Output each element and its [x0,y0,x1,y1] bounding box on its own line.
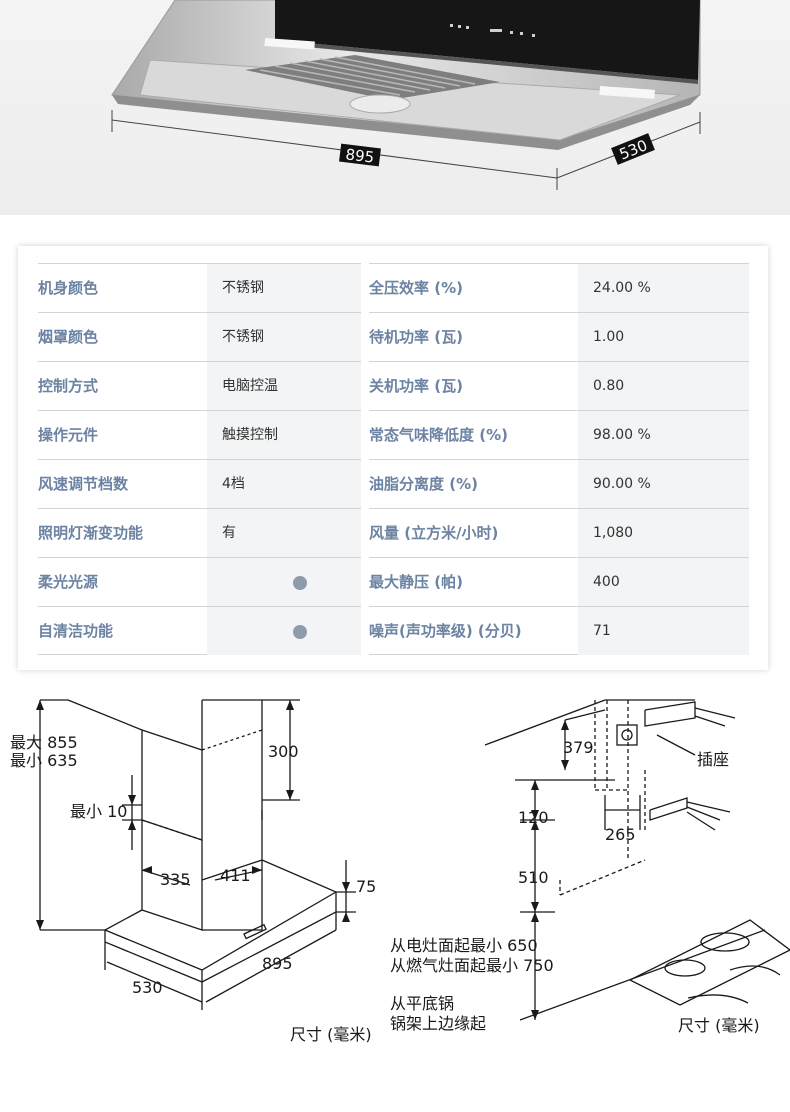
socket-label: 插座 [697,750,730,769]
installation-line-drawing [484,699,790,1021]
pot-reference-label-line2: 锅架上边缘起 [390,1014,487,1033]
product-photo: 895 530 [0,0,790,215]
spec-column-right: 全压效率 (%) 24.00 % 待机功率 (瓦) 1.00 关机功率 (瓦) … [369,263,749,655]
spec-label: 常态气味降低度 (%) [369,426,508,444]
spec-value [207,558,361,606]
spec-value: 不锈钢 [207,313,361,361]
spec-row: 全压效率 (%) 24.00 % [369,263,749,312]
spec-label: 机身颜色 [38,279,99,297]
spec-row: 关机功率 (瓦) 0.80 [369,361,749,410]
spec-value: 98.00 % [578,411,749,459]
feature-present-dot-icon [293,625,307,639]
spec-value: 不锈钢 [207,264,361,312]
min-overlap-label: 最小 10 [70,802,128,821]
width-dimension-label: 895 [339,143,381,167]
spec-row: 控制方式 电脑控温 [38,361,361,410]
spec-value: 触摸控制 [207,411,361,459]
spec-row: 最大静压 (帕) 400 [369,557,749,606]
spec-label: 油脂分离度 (%) [369,475,478,493]
spec-label: 待机功率 (瓦) [369,328,463,346]
spec-label: 风量 (立方米/小时) [369,524,499,542]
range-hood-illustration: 895 530 [111,0,701,190]
electric-stove-clearance-label: 从电灶面起最小 650 [390,936,538,955]
spec-row: 自清洁功能 [38,606,361,655]
spec-label: 关机功率 (瓦) [369,377,463,395]
spec-label: 操作元件 [38,426,99,444]
spec-row: 风量 (立方米/小时) 1,080 [369,508,749,557]
spec-label: 照明灯渐变功能 [38,524,144,542]
bracket-width-label: 265 [605,825,636,844]
spec-row: 风速调节档数 4档 [38,459,361,508]
spec-value: 4档 [207,460,361,508]
spec-value: 1,080 [578,509,749,557]
spec-label: 控制方式 [38,377,99,395]
spec-value: 90.00 % [578,460,749,508]
min-height-label: 最小 635 [10,751,78,770]
hood-thickness-label: 75 [356,877,377,896]
hood-dimension-diagram: 最大 855 最小 635 最小 10 300 335 411 75 895 5… [0,680,395,1112]
spec-row: 常态气味降低度 (%) 98.00 % [369,410,749,459]
feature-present-dot-icon [293,576,307,590]
spec-row: 噪声(声功率级) (分贝) 71 [369,606,749,655]
hood-width-label: 895 [262,954,293,973]
spec-label: 烟罩颜色 [38,328,99,346]
spec-table: 机身颜色 不锈钢 烟罩颜色 不锈钢 控制方式 电脑控温 操作元件 触摸控制 风速… [18,246,768,670]
hood-bottom-offset-label: 510 [518,868,549,887]
spec-value: 24.00 % [578,264,749,312]
max-height-label: 最大 855 [10,733,78,752]
spec-value: 0.80 [578,362,749,410]
hood-depth-label: 530 [132,978,163,997]
unit-label: 尺寸 (毫米) [678,1016,760,1035]
spec-label: 全压效率 (%) [369,279,463,297]
spec-row: 照明灯渐变功能 有 [38,508,361,557]
spec-label: 自清洁功能 [38,622,114,640]
spec-label: 风速调节档数 [38,475,129,493]
socket-offset-label: 379 [563,738,594,757]
svg-text:895: 895 [345,145,376,166]
spec-row: 柔光光源 [38,557,361,606]
spec-column-left: 机身颜色 不锈钢 烟罩颜色 不锈钢 控制方式 电脑控温 操作元件 触摸控制 风速… [38,263,361,655]
unit-label: 尺寸 (毫米) [290,1025,372,1044]
spec-row: 操作元件 触摸控制 [38,410,361,459]
pot-reference-label-line1: 从平底锅 [390,994,455,1013]
spec-value: 电脑控温 [207,362,361,410]
spec-value [207,607,361,655]
gas-stove-clearance-label: 从燃气灶面起最小 750 [390,956,554,975]
spec-value: 1.00 [578,313,749,361]
spec-row: 烟罩颜色 不锈钢 [38,312,361,361]
chimney-height-label: 300 [268,742,299,761]
spec-row: 待机功率 (瓦) 1.00 [369,312,749,361]
spec-label: 噪声(声功率级) (分贝) [369,622,522,640]
spec-row: 油脂分离度 (%) 90.00 % [369,459,749,508]
bracket-spacing-label: 120 [518,808,549,827]
spec-label: 最大静压 (帕) [369,573,463,591]
spec-value: 71 [578,607,749,655]
hood-line-drawing [36,699,356,1010]
installation-diagram: 379 插座 120 265 510 从电灶面起最小 650 从燃气灶面起最小 … [390,680,790,1112]
depth-dimension-label: 530 [611,133,655,165]
spec-value: 有 [207,509,361,557]
spec-value: 400 [578,558,749,606]
spec-label: 柔光光源 [38,573,99,591]
chimney-depth-label: 335 [160,870,191,889]
spec-row: 机身颜色 不锈钢 [38,263,361,312]
chimney-width-label: 411 [220,866,251,885]
